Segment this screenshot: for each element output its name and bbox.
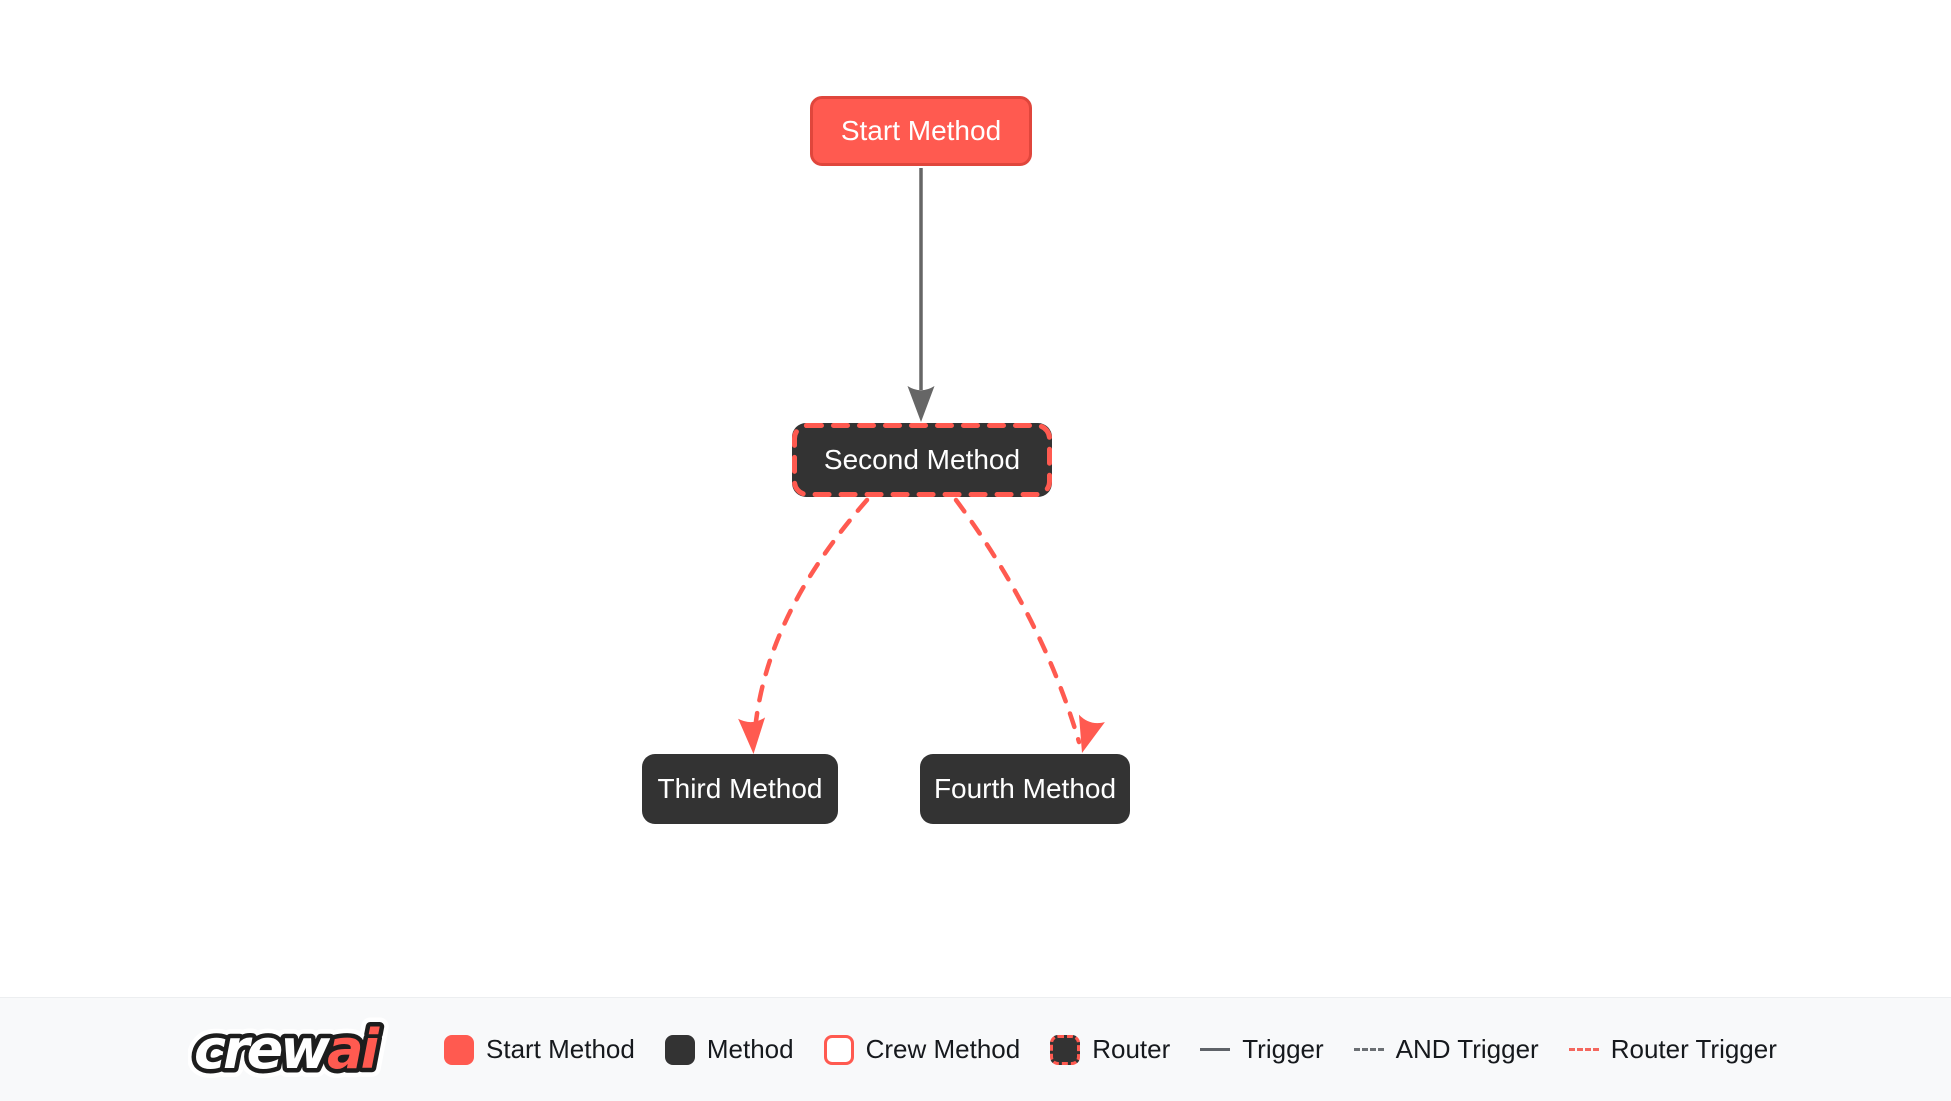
- legend-item-trigger: Trigger: [1200, 1034, 1324, 1065]
- legend-label: Method: [706, 1034, 794, 1064]
- and-trigger-line-icon: [1353, 1048, 1384, 1051]
- node-fourth-method[interactable]: Fourth Method: [920, 754, 1130, 824]
- legend-label: Trigger: [1242, 1034, 1324, 1064]
- node-second-method[interactable]: Second Method: [792, 423, 1052, 497]
- method-swatch-icon: [664, 1034, 695, 1065]
- edge-router-trigger-right: [953, 497, 1082, 745]
- legend-label: Router: [1092, 1034, 1171, 1064]
- trigger-line-icon: [1200, 1048, 1231, 1051]
- legend-item-and-trigger: AND Trigger: [1353, 1034, 1539, 1065]
- edge-router-trigger-right-arrowhead: [1078, 714, 1105, 753]
- crewai-logo-text: crewai: [194, 1018, 381, 1081]
- legend-item-router: Router: [1050, 1034, 1170, 1065]
- crew-method-swatch-icon: [823, 1034, 854, 1065]
- crewai-logo: crewai crewai: [188, 1010, 393, 1090]
- legend-label: Crew Method: [865, 1034, 1021, 1064]
- legend-item-method: Method: [664, 1034, 794, 1065]
- router-trigger-line-icon: [1568, 1048, 1599, 1051]
- legend-bar: crewai crewai Start Method Method Crew M…: [0, 997, 1951, 1101]
- legend-label: Start Method: [486, 1034, 635, 1064]
- node-third-method[interactable]: Third Method: [642, 754, 838, 824]
- legend-label: AND Trigger: [1395, 1034, 1539, 1064]
- legend-item-crew-method: Crew Method: [823, 1034, 1021, 1065]
- start-method-swatch-icon: [444, 1034, 474, 1065]
- flow-canvas[interactable]: Start Method Second Method Third Method …: [0, 0, 1951, 997]
- edge-trigger-arrowhead: [907, 386, 935, 422]
- legend-item-start-method: Start Method: [444, 1034, 635, 1065]
- node-start-method[interactable]: Start Method: [810, 96, 1032, 166]
- edge-router-trigger-left-arrowhead: [738, 717, 766, 754]
- edge-router-trigger-left: [751, 497, 870, 747]
- legend-item-router-trigger: Router Trigger: [1568, 1034, 1777, 1065]
- router-swatch-icon: [1050, 1034, 1081, 1065]
- legend-label: Router Trigger: [1610, 1034, 1777, 1064]
